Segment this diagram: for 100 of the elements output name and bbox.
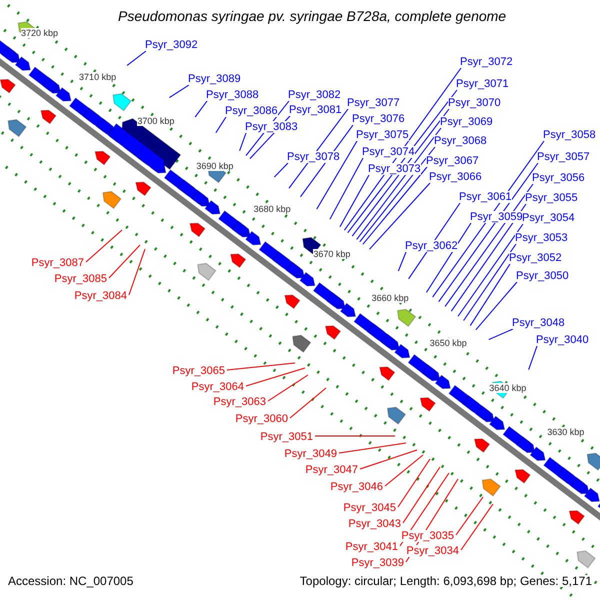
gene-label: Psyr_3077 <box>347 97 400 109</box>
leader-line <box>402 466 440 524</box>
gene-label: Psyr_3066 <box>429 171 482 183</box>
gene-label: Psyr_3087 <box>31 257 84 269</box>
leader-line <box>362 166 428 245</box>
scale-tick-label: 3650 kbp <box>430 338 467 348</box>
gene-label: Psyr_3034 <box>406 545 459 557</box>
scale-tick-label: 3690 kbp <box>196 160 234 171</box>
gene-label: Psyr_3069 <box>440 116 493 128</box>
gene-label: Psyr_3045 <box>343 502 396 514</box>
leader-line <box>369 182 430 250</box>
gene-label: Psyr_3039 <box>351 557 404 569</box>
gene-label: Psyr_3041 <box>345 541 398 553</box>
gene-label: Psyr_3078 <box>287 151 340 163</box>
scale-tick-label: 3640 kbp <box>489 382 526 393</box>
gene-label: Psyr_3059 <box>470 211 523 223</box>
leader-line <box>338 442 406 454</box>
gene-label: Psyr_3062 <box>405 240 458 252</box>
leader-line <box>359 146 436 242</box>
leader-line <box>398 458 430 508</box>
gene-label: Psyr_3086 <box>225 105 278 117</box>
leader-line <box>128 248 146 296</box>
gene-label: Psyr_3081 <box>289 104 342 116</box>
title: Pseudomonas syringae pv. syringae B728a, complete genome <box>118 10 506 22</box>
gene-label: Psyr_3052 <box>509 252 562 264</box>
gene-label: Psyr_3070 <box>448 97 501 109</box>
gene-label: Psyr_3055 <box>525 192 578 204</box>
footer-text: Accession: NC_007005 <box>8 575 134 587</box>
leader-line <box>450 204 526 312</box>
scale-tick-label: 3710 kbp <box>79 72 116 82</box>
leader-line <box>246 368 306 386</box>
gene-label: Psyr_3089 <box>188 73 241 85</box>
leader-line <box>444 184 534 307</box>
gene-label: Psyr_3047 <box>305 464 358 476</box>
leader-line <box>344 68 462 231</box>
gene-label: Psyr_3060 <box>235 413 288 425</box>
leader-line <box>456 496 484 536</box>
scale-tick-label: 3630 kbp <box>547 426 584 437</box>
gene-label: Psyr_3071 <box>456 78 509 90</box>
leader-line <box>168 84 190 98</box>
leader-line <box>274 162 288 178</box>
gene-label: Psyr_3053 <box>515 232 568 244</box>
gene-label: Psyr_3040 <box>536 334 589 346</box>
gene-label: Psyr_3068 <box>434 135 487 147</box>
gene-label: Psyr_3073 <box>368 163 421 175</box>
leader-line <box>339 174 370 228</box>
leader-line <box>528 346 538 370</box>
gene-label: Psyr_3035 <box>401 530 454 542</box>
leader-line <box>488 328 514 340</box>
scale-tick-label: 3720 kbp <box>21 28 58 38</box>
gene-label: Psyr_3074 <box>362 146 415 158</box>
gene-label: Psyr_3050 <box>516 270 569 282</box>
gene-label: Psyr_3076 <box>352 113 405 125</box>
leader-line <box>352 108 450 237</box>
leader-line <box>470 264 510 326</box>
leader-line <box>194 100 208 118</box>
gene-label: Psyr_3067 <box>426 155 479 167</box>
leader-line <box>290 388 326 418</box>
gene-label: Psyr_3083 <box>245 121 298 133</box>
gene-label: Psyr_3058 <box>543 129 596 141</box>
gene-label: Psyr_3043 <box>348 518 401 530</box>
leader-line <box>226 362 296 370</box>
gene-label: Psyr_3054 <box>522 212 575 224</box>
scale-tick-label: 3660 kbp <box>372 293 409 304</box>
leader-line <box>329 158 364 220</box>
gene-label: Psyr_3061 <box>459 191 512 203</box>
gene-label: Psyr_3064 <box>191 381 244 393</box>
gene-label: Psyr_3063 <box>213 396 266 408</box>
gene-label: Psyr_3085 <box>54 273 107 285</box>
scale-tick-label: 3670 kbp <box>313 249 350 260</box>
gene-label: Psyr_3057 <box>537 151 590 163</box>
gene-label: Psyr_3051 <box>260 431 313 443</box>
scale-tick-label: 3700 kbp <box>137 116 174 126</box>
leader-line <box>458 224 524 317</box>
leader-line <box>288 108 348 189</box>
leader-line <box>460 504 494 550</box>
gene-label: Psyr_3049 <box>284 448 337 460</box>
leader-line <box>86 230 122 262</box>
scale-tick-label: 3680 kbp <box>254 204 291 214</box>
leader-line <box>126 50 146 66</box>
leader-line <box>360 450 418 470</box>
footer-text: Topology: circular; Length: 6,093,698 bp; Genes: 5,171 <box>300 575 592 587</box>
leader-line <box>268 374 308 402</box>
leader-line <box>356 128 442 240</box>
leader-line <box>438 162 538 302</box>
gene-label: Psyr_3046 <box>330 481 383 493</box>
leader-line <box>215 116 226 134</box>
leader-line <box>398 252 406 272</box>
gene-label: Psyr_3056 <box>532 172 585 184</box>
leader-line <box>463 244 516 321</box>
leader-line <box>316 140 358 210</box>
gene-label: Psyr_3072 <box>460 56 513 68</box>
leader-line <box>384 454 424 486</box>
gene-label: Psyr_3084 <box>74 290 127 302</box>
gene-label: Psyr_3088 <box>206 89 259 101</box>
gene-label: Psyr_3048 <box>512 317 565 329</box>
gene-label: Psyr_3075 <box>356 129 409 141</box>
gene-label: Psyr_3065 <box>172 365 225 377</box>
gene-label: Psyr_3082 <box>288 89 341 101</box>
leader-line <box>108 244 140 278</box>
